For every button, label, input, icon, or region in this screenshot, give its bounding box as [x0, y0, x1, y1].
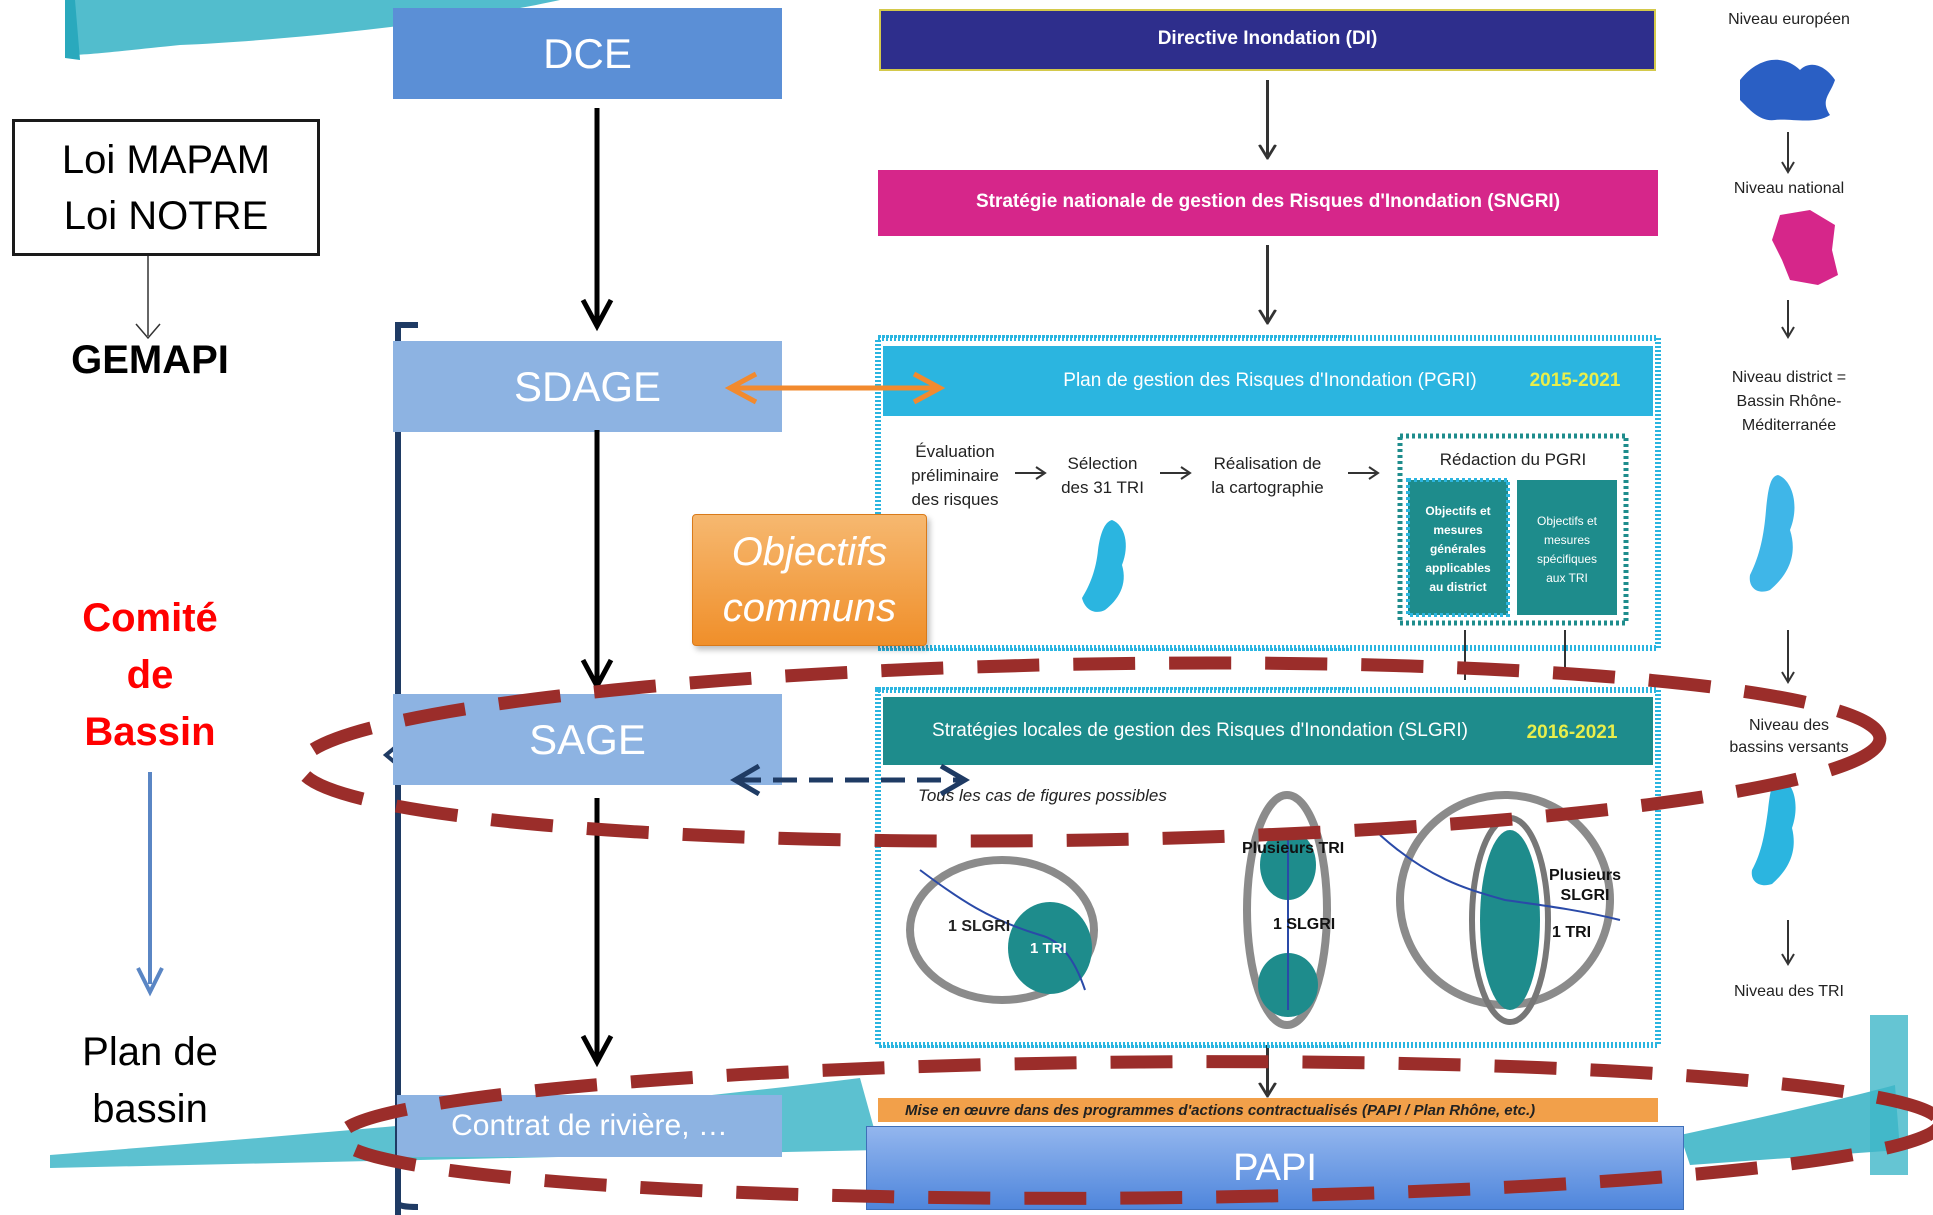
objectifs-line-1: Objectifs — [731, 530, 888, 574]
level-district-3: Méditerranée — [1741, 417, 1837, 434]
step3-line-2: la cartographie — [1211, 478, 1324, 497]
district-map-icon — [1749, 475, 1795, 592]
case3-line-1: Plusieurs — [1548, 867, 1622, 884]
comite-line-2: de — [126, 653, 174, 697]
plan-line-2: bassin — [92, 1087, 208, 1131]
step-cartographie: Réalisation de la cartographie — [1190, 452, 1345, 500]
redaction-title: Rédaction du PGRI — [1439, 450, 1587, 469]
case2-slgri: 1 SLGRI — [1273, 916, 1336, 933]
slgri-title: Stratégies locales de gestion des Risque… — [932, 720, 1468, 741]
levels-column-graphics — [1740, 59, 1838, 966]
case3-slgri: Plusieurs SLGRI — [1540, 866, 1630, 906]
sngri-title: Stratégie nationale de gestion des Risqu… — [975, 191, 1561, 212]
level-district-1: Niveau district = — [1731, 369, 1847, 386]
center-down-arrows — [580, 108, 614, 1068]
objectifs-communs-box: Objectifs communs — [692, 514, 927, 646]
comite-de-bassin-label: Comité de Bassin — [40, 590, 260, 761]
step2-line-2: des 31 TRI — [1061, 478, 1144, 497]
dce-box: DCE — [393, 8, 782, 99]
sdage-label: SDAGE — [513, 362, 662, 410]
bassins-map-icon — [1751, 778, 1796, 886]
level-bassins-2: bassins versants — [1729, 739, 1849, 756]
loi-box: Loi MAPAM Loi NOTRE — [12, 119, 320, 256]
dce-label: DCE — [543, 29, 632, 77]
loi-notre-label: Loi NOTRE — [63, 193, 269, 238]
pgri-years: 2015-2021 — [1529, 370, 1621, 391]
step3-line-1: Réalisation de — [1213, 454, 1322, 473]
sdage-box: SDAGE — [393, 341, 782, 432]
level-national: Niveau national — [1733, 180, 1845, 197]
step1-line-3: des risques — [911, 490, 999, 509]
comite-line-3: Bassin — [84, 710, 216, 754]
papi-label: PAPI — [1233, 1146, 1317, 1189]
level-district: Niveau district = Bassin Rhône- Méditerr… — [1700, 366, 1878, 438]
bottom-bar-text: Mise en œuvre dans des programmes d'acti… — [905, 1102, 1536, 1119]
di-title: Directive Inondation (DI) — [1157, 28, 1378, 49]
level-europe: Niveau européen — [1728, 11, 1850, 28]
obj-gen-2: mesures — [1433, 523, 1483, 537]
case3-line-2: SLGRI — [1560, 887, 1610, 904]
level-district-2: Bassin Rhône- — [1736, 393, 1842, 410]
level-bassins-1: Niveau des — [1748, 717, 1830, 734]
cas-label: Tous les cas de figures possibles — [918, 786, 1167, 805]
case3-tri: 1 TRI — [1552, 924, 1592, 941]
plan-line-1: Plan de — [82, 1030, 218, 1074]
europe-map-icon — [1740, 59, 1835, 121]
slgri-years: 2016-2021 — [1526, 722, 1618, 743]
step-selection: Sélection des 31 TRI — [1045, 452, 1160, 500]
contrat-label: Contrat de rivière, … — [451, 1109, 728, 1142]
obj-generales: Objectifs et mesures générales applicabl… — [1408, 502, 1508, 597]
case1-slgri: 1 SLGRI — [948, 918, 1011, 935]
loi-to-gemapi-arrow — [135, 256, 161, 340]
comite-to-plan-arrow — [136, 772, 164, 997]
case2-tri: Plusieurs TRI — [1242, 840, 1345, 857]
obj-spec-4: aux TRI — [1546, 571, 1588, 585]
sage-label: SAGE — [529, 715, 646, 763]
comite-line-1: Comité — [82, 596, 218, 640]
sdage-pgri-double-arrow — [724, 371, 946, 405]
obj-spec-3: spécifiques — [1536, 552, 1598, 566]
obj-spec-2: mesures — [1543, 533, 1590, 547]
step2-line-1: Sélection — [1067, 454, 1138, 473]
obj-gen-5: au district — [1429, 580, 1487, 594]
objectifs-line-2: communs — [722, 586, 897, 630]
france-map-icon — [1772, 210, 1838, 285]
gemapi-label: GEMAPI — [71, 338, 229, 382]
sage-slgri-dashed-arrow — [730, 763, 970, 797]
obj-spec-1: Objectifs et — [1536, 514, 1598, 528]
obj-specifiques: Objectifs et mesures spécifiques aux TRI — [1517, 512, 1617, 588]
level-tri: Niveau des TRI — [1734, 983, 1844, 1000]
plan-de-bassin-label: Plan de bassin — [40, 1024, 260, 1138]
obj-gen-4: applicables — [1425, 561, 1491, 575]
step-evaluation: Évaluation préliminaire des risques — [895, 440, 1015, 512]
case1-tri: 1 TRI — [1030, 940, 1067, 957]
step1-line-2: préliminaire — [911, 466, 999, 485]
obj-gen-1: Objectifs et — [1425, 504, 1491, 518]
level-bassins: Niveau des bassins versants — [1700, 715, 1878, 759]
contrat-box: Contrat de rivière, … — [397, 1095, 782, 1157]
pgri-title: Plan de gestion des Risques d'Inondation… — [1063, 370, 1477, 391]
step1-line-1: Évaluation — [915, 442, 995, 461]
loi-mapam-label: Loi MAPAM — [61, 137, 271, 182]
obj-gen-3: générales — [1429, 542, 1487, 556]
